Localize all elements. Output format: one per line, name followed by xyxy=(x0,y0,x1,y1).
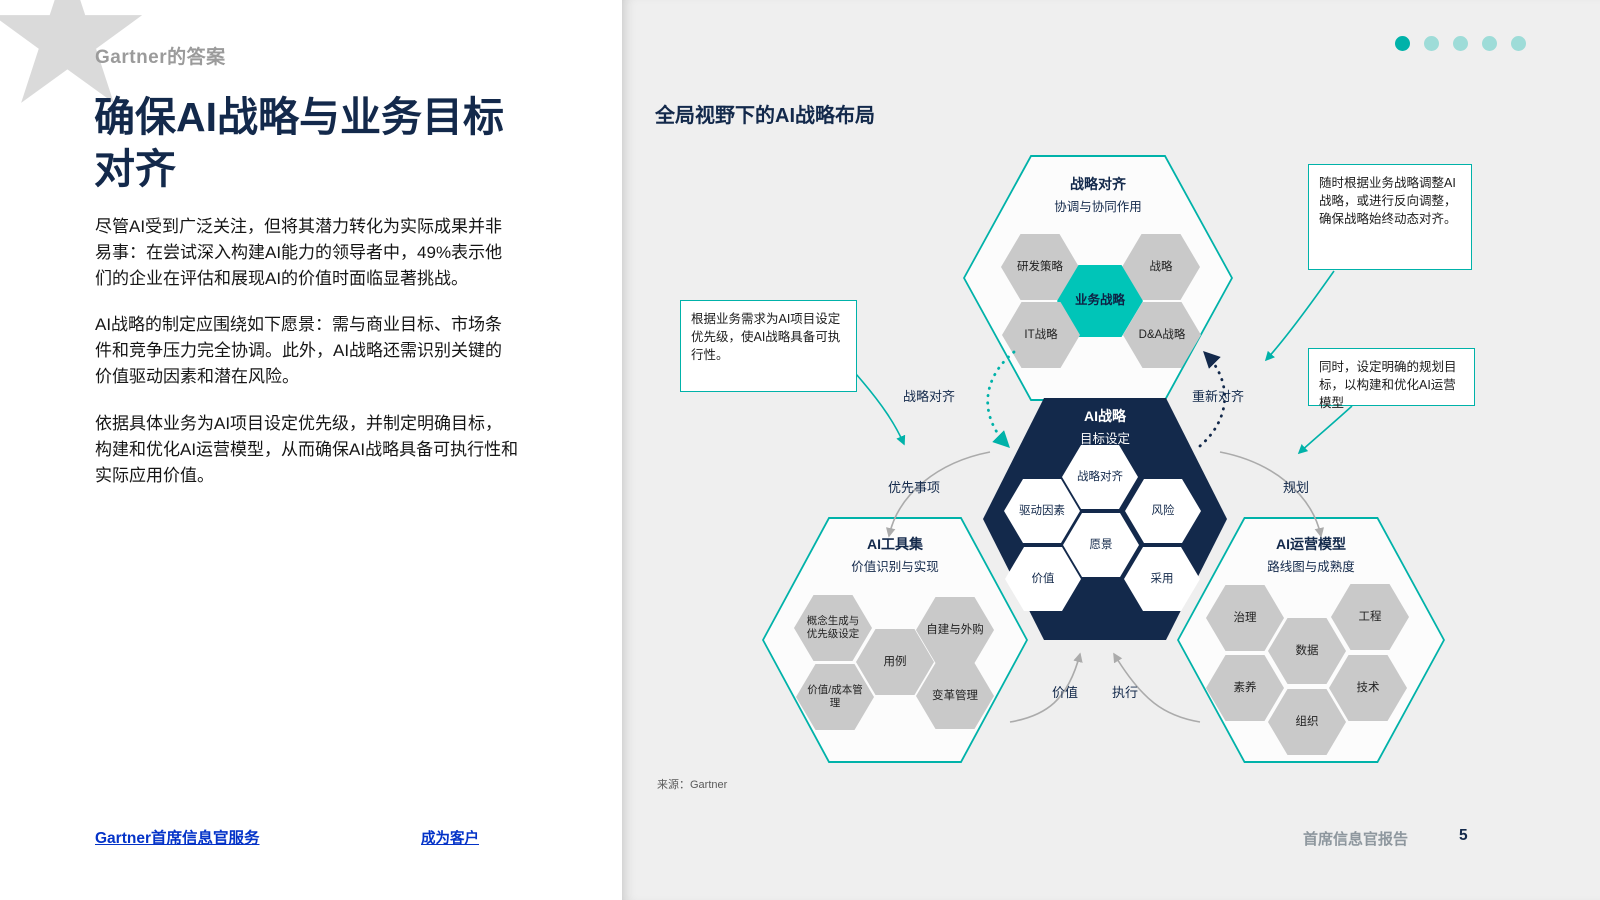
body-copy: 尽管AI受到广泛关注，但将其潜力转化为实际成果并非易事：在尝试深入构建AI能力的… xyxy=(95,214,519,509)
ai-strategy-title: AI战略 xyxy=(1084,408,1126,424)
ai-toolset-subtitle: 价值识别与实现 xyxy=(851,560,939,574)
hex-cell-organization: 组织 xyxy=(1268,689,1346,755)
hex-cell-technology: 技术 xyxy=(1329,655,1407,721)
callout-prioritize: 根据业务需求为AI项目设定优先级，使AI战略具备可执行性。 xyxy=(680,300,857,392)
label-strategic-alignment: 战略对齐 xyxy=(903,389,956,404)
ai-toolset-heading: AI工具集 价值识别与实现 xyxy=(795,534,995,575)
page-title-line2: 对齐 xyxy=(94,145,176,192)
strategic-alignment-subtitle: 协调与协同作用 xyxy=(1054,200,1142,214)
strategic-alignment-heading: 战略对齐 协调与协同作用 xyxy=(998,174,1198,215)
hex-cell-value-cost-mgmt: 价值/成本管理 xyxy=(796,664,874,730)
page-number: 5 xyxy=(1459,827,1468,844)
hex-cell-literacy: 素养 xyxy=(1206,655,1284,721)
label-planning: 规划 xyxy=(1283,480,1310,495)
label-priorities: 优先事项 xyxy=(888,480,941,495)
hex-cell-change-mgmt: 变革管理 xyxy=(916,663,994,729)
callout-adjust-strategy: 随时根据业务战略调整AI战略，或进行反向调整，确保战略始终动态对齐。 xyxy=(1308,164,1472,270)
strategic-alignment-title: 战略对齐 xyxy=(1070,176,1126,192)
callout-planning-goals: 同时，设定明确的规划目标，以构建和优化AI运营模型 xyxy=(1308,348,1475,410)
pagination-dot-active[interactable] xyxy=(1395,36,1410,51)
paragraph: AI战略的制定应围绕如下愿景：需与商业目标、市场条件和竞争压力完全协调。此外，A… xyxy=(95,315,503,387)
cio-services-link[interactable]: Gartner首席信息官服务 xyxy=(95,830,260,847)
hex-cell-engineering: 工程 xyxy=(1331,584,1409,650)
page-title-line1: 确保AI战略与业务目标 xyxy=(94,94,504,140)
pagination-dot[interactable] xyxy=(1482,36,1497,51)
label-realign: 重新对齐 xyxy=(1192,389,1245,404)
label-execution: 执行 xyxy=(1112,685,1139,700)
source-note: 来源：Gartner xyxy=(657,779,728,791)
ai-strategy-heading: AI战略 目标设定 xyxy=(1005,406,1205,447)
paragraph: 依据具体业务为AI项目设定优先级，并制定明确目标，构建和优化AI运营模型，从而确… xyxy=(95,413,519,485)
section-eyebrow: Gartner的答案 xyxy=(95,47,226,68)
hex-cell-da-strategy: D&A战略 xyxy=(1123,302,1201,368)
diagram-title: 全局视野下的AI战略布局 xyxy=(655,105,875,127)
pagination-dot[interactable] xyxy=(1453,36,1468,51)
become-client-link[interactable]: 成为客户 xyxy=(421,831,479,847)
pagination-dot[interactable] xyxy=(1511,36,1526,51)
hex-cell-data: 数据 xyxy=(1268,618,1346,684)
pagination-dots xyxy=(1395,36,1526,51)
label-value: 价值 xyxy=(1052,685,1079,700)
paragraph: 尽管AI受到广泛关注，但将其潜力转化为实际成果并非易事：在尝试深入构建AI能力的… xyxy=(95,217,503,288)
ai-operating-model-subtitle: 路线图与成熟度 xyxy=(1267,560,1355,574)
page-title: 确保AI战略与业务目标 对齐 xyxy=(94,92,564,195)
hex-cell-rd-strategy: 研发策略 xyxy=(1001,234,1079,300)
ai-strategy-subtitle: 目标设定 xyxy=(1079,432,1130,446)
report-footer-label: 首席信息官报告 xyxy=(1303,831,1409,848)
hex-cell-governance: 治理 xyxy=(1206,585,1284,651)
hex-cell-use-cases: 用例 xyxy=(856,629,934,695)
ai-toolset-title: AI工具集 xyxy=(867,536,923,552)
hex-cell-ideation-prioritization: 概念生成与优先级设定 xyxy=(794,595,872,661)
ai-operating-model-heading: AI运营模型 路线图与成熟度 xyxy=(1211,534,1411,575)
gartner-star-icon: ★ xyxy=(0,0,155,144)
ai-operating-model-title: AI运营模型 xyxy=(1276,536,1346,552)
pagination-dot[interactable] xyxy=(1424,36,1439,51)
hex-cell-build-vs-buy: 自建与外购 xyxy=(916,597,994,663)
